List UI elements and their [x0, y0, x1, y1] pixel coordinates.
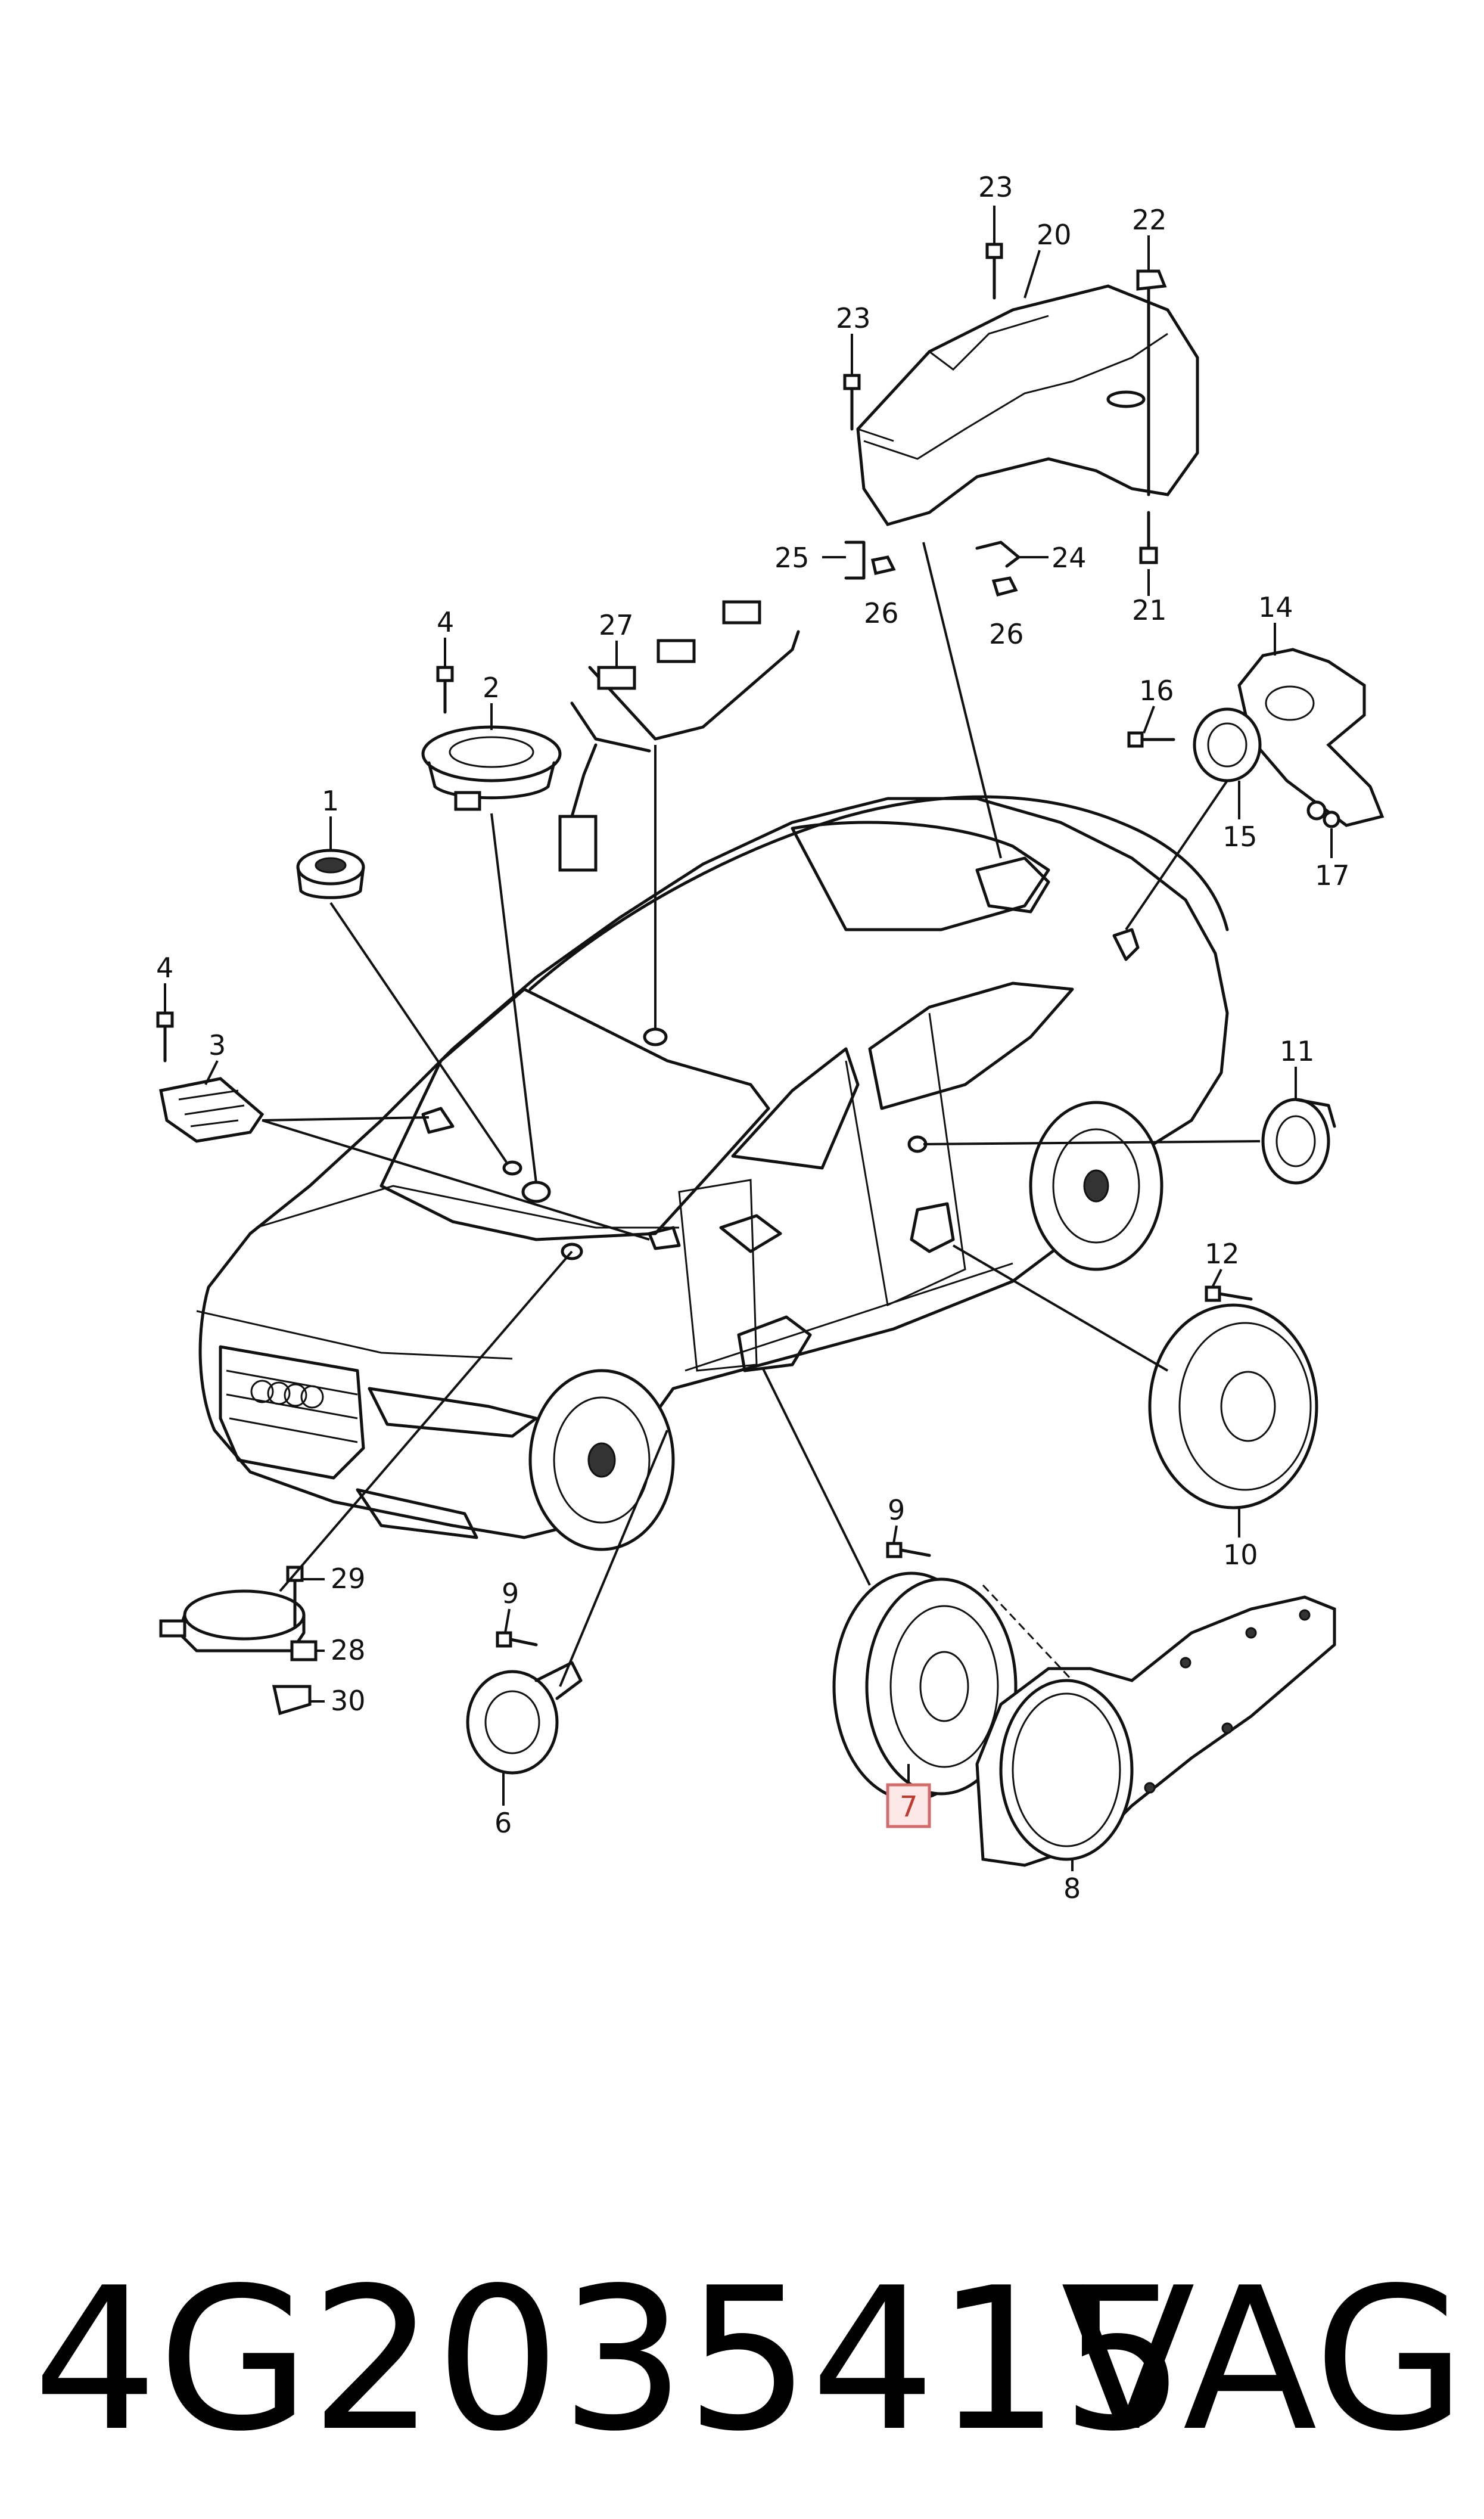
callout-27: 27 — [599, 609, 634, 641]
callout-24: 24 — [1051, 542, 1087, 574]
part-10-speaker — [1148, 1303, 1318, 1509]
callout-labels: 1 2 3 4 4 27 23 20 22 23 25 26 24 26 21 … — [156, 171, 1350, 1905]
part-23-screw-lower — [843, 374, 861, 431]
callout-11: 11 — [1280, 1035, 1315, 1067]
part-3-bracket — [159, 1077, 265, 1143]
callout-26-right: 26 — [989, 618, 1024, 650]
callout-7-highlighted[interactable]: 7 — [886, 1783, 931, 1828]
part-22-nut — [1136, 269, 1167, 496]
leader-lines — [164, 206, 1333, 1871]
part-number: 4G2035415 — [33, 2245, 1186, 2474]
callout-2: 2 — [483, 672, 500, 704]
car-body — [196, 795, 1229, 1551]
part-24-clip — [975, 541, 1021, 568]
callout-20: 20 — [1037, 219, 1072, 251]
callout-17: 17 — [1315, 859, 1350, 892]
brand-label: VAG — [1060, 2245, 1466, 2474]
callout-1: 1 — [322, 785, 339, 817]
callout-25: 25 — [774, 542, 810, 574]
part-26-nut-left — [870, 555, 896, 576]
callout-14: 14 — [1258, 591, 1293, 623]
callout-9-center: 9 — [888, 1494, 905, 1526]
callout-29: 29 — [331, 1563, 366, 1595]
callout-23-upper: 23 — [978, 171, 1013, 203]
part-25-clip — [844, 541, 866, 580]
part-26-nut-right — [991, 576, 1018, 597]
part-11-speaker — [1261, 1098, 1336, 1185]
part-14-bracket — [1237, 648, 1385, 827]
callout-10: 10 — [1223, 1539, 1258, 1571]
part-9-screw-center — [886, 1542, 931, 1558]
part-21-screw — [1139, 511, 1158, 564]
part-12-screw — [1205, 1285, 1253, 1302]
callout-26-left: 26 — [864, 597, 899, 629]
part-9-screw-left — [496, 1631, 538, 1648]
part-30-clip — [272, 1685, 312, 1716]
callout-30: 30 — [331, 1685, 366, 1717]
callout-12: 12 — [1205, 1238, 1240, 1270]
callout-6: 6 — [494, 1807, 512, 1839]
callout-16: 16 — [1139, 675, 1174, 707]
part-23-screw-upper — [985, 243, 1003, 300]
callout-9-left: 9 — [502, 1577, 519, 1610]
part-20-housing — [856, 284, 1199, 526]
callout-22: 22 — [1132, 204, 1167, 236]
part-16-screw — [1127, 731, 1175, 748]
part-7-speaker — [832, 1571, 1018, 1801]
part-8-panel — [975, 1595, 1336, 1867]
part-27-harness — [558, 600, 800, 872]
callout-4-upper: 4 — [437, 606, 454, 638]
part-1-tweeter — [296, 849, 365, 899]
callout-15: 15 — [1222, 821, 1258, 853]
part-6-speaker — [466, 1661, 583, 1775]
part-4-screw-left — [156, 1011, 174, 1063]
part-4-screw-upper — [436, 666, 454, 714]
part-15-tweeter — [1193, 707, 1262, 782]
part-28-speaker — [159, 1589, 318, 1661]
callout-7: 7 — [900, 1790, 918, 1824]
callout-3: 3 — [209, 1029, 226, 1061]
part-2-speaker — [421, 725, 562, 811]
callout-4-left: 4 — [156, 952, 173, 984]
callout-21: 21 — [1132, 594, 1167, 626]
callout-28: 28 — [331, 1634, 366, 1666]
callout-8: 8 — [1063, 1872, 1081, 1905]
callout-23-lower: 23 — [836, 302, 871, 334]
part-17-clip — [1306, 800, 1340, 828]
